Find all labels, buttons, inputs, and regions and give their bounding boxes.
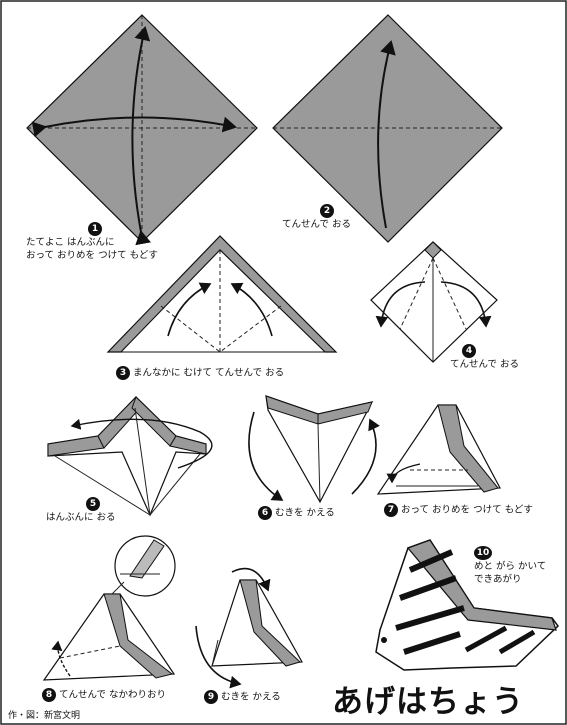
step-4-text: てんせんで おる bbox=[450, 359, 520, 370]
diagram-title: あげはちょう bbox=[332, 684, 524, 720]
step-2-number: 2 bbox=[320, 204, 334, 218]
author-credit: 作・図：新宮文明 bbox=[8, 711, 81, 721]
step-6-text: むきを かえる bbox=[275, 507, 335, 519]
step-10-caption: 10 めと がら かいて できあがり bbox=[474, 546, 546, 586]
step-3-diagram bbox=[106, 235, 338, 353]
step-7-text: おって おりめを つけて もどす bbox=[401, 504, 533, 516]
step-9-diagram bbox=[195, 567, 303, 689]
step-9-text: むきを かえる bbox=[221, 691, 281, 703]
step-5-diagram bbox=[47, 396, 213, 517]
step-1-text-line-2: おって おりめを つけて もどす bbox=[26, 250, 158, 261]
step-8-diagram bbox=[42, 535, 176, 681]
step-5-text: はんぶんに おる bbox=[46, 512, 116, 523]
step-1-diagram bbox=[26, 14, 258, 246]
step-4-number: 4 bbox=[462, 344, 476, 358]
step-3-text: まんなかに むけて てんせんで おる bbox=[133, 367, 285, 379]
step-3-number: 3 bbox=[116, 366, 130, 380]
step-1-caption: 1 たてよこ はんぶんに おって おりめを つけて もどす bbox=[26, 222, 158, 262]
step-2-diagram bbox=[272, 14, 503, 243]
step-10-text-line-1: めと がら かいて bbox=[474, 561, 547, 572]
step-2-text: てんせんで おる bbox=[282, 219, 352, 230]
step-7-diagram bbox=[376, 404, 501, 495]
step-4-caption: 4 てんせんで おる bbox=[450, 344, 519, 371]
step-10-diagram bbox=[375, 539, 559, 671]
step-9-number: 9 bbox=[204, 690, 218, 704]
step-2-caption: 2 てんせんで おる bbox=[282, 204, 351, 231]
step-8-number: 8 bbox=[42, 688, 56, 702]
step-10-text-line-2: できあがり bbox=[474, 574, 522, 585]
step-4-diagram bbox=[370, 241, 498, 363]
step-8-text: てんせんで なかわりおり bbox=[59, 689, 167, 701]
step-6-number: 6 bbox=[258, 506, 272, 520]
step-10-number: 10 bbox=[474, 546, 492, 560]
step-1-number: 1 bbox=[88, 222, 102, 236]
step-6-diagram bbox=[248, 395, 380, 504]
step-5-number: 5 bbox=[86, 497, 100, 511]
step-5-caption: 5 はんぶんに おる bbox=[46, 497, 116, 524]
step-1-text-line-1: たてよこ はんぶんに bbox=[26, 237, 115, 248]
step-7-number: 7 bbox=[384, 503, 398, 517]
